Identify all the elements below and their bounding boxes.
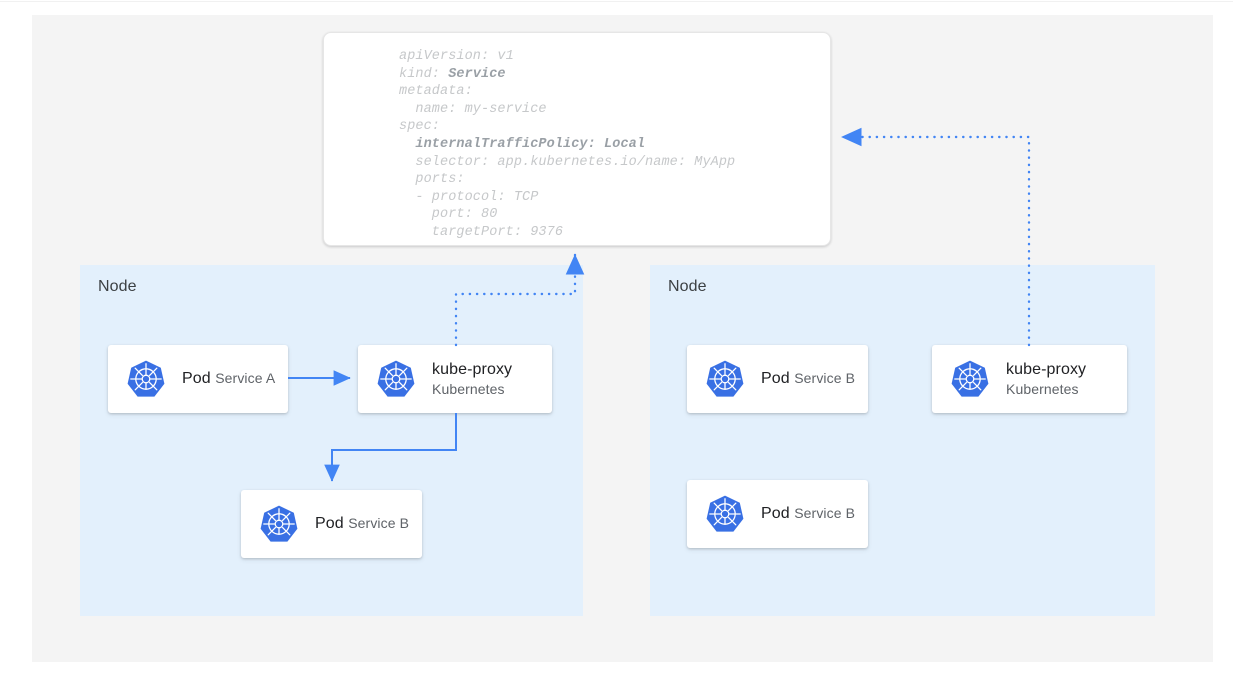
card-subtitle: Kubernetes	[1006, 380, 1079, 397]
card-text: Pod Service B	[761, 369, 855, 389]
card-title: Pod	[761, 505, 790, 522]
manifest-line: targetPort: 9376	[399, 224, 564, 240]
node-panel-right: Node	[650, 265, 1155, 616]
manifest-line: metadata:	[399, 84, 473, 100]
card-title: Pod	[761, 370, 790, 387]
card-text: Pod Service B	[315, 514, 409, 534]
service-manifest-card: apiVersion: v1 kind: Service metadata: nam…	[323, 32, 831, 246]
kubernetes-logo-icon	[705, 359, 745, 399]
card-pod-service-b-right-top[interactable]: Pod Service B	[687, 345, 868, 413]
card-text: kube-proxy Kubernetes	[1006, 360, 1127, 399]
top-divider	[0, 1, 1233, 2]
card-kube-proxy-right[interactable]: kube-proxy Kubernetes	[932, 345, 1127, 413]
card-title: kube-proxy	[1006, 360, 1087, 378]
card-title: Pod	[182, 370, 211, 387]
card-subtitle: Service B	[794, 505, 856, 521]
manifest-line: ports:	[399, 172, 465, 188]
kubernetes-logo-icon	[259, 504, 299, 544]
service-manifest-text: apiVersion: v1 kind: Service metadata: nam…	[399, 48, 735, 242]
card-subtitle: Service B	[794, 370, 856, 386]
card-pod-service-b-left[interactable]: Pod Service B	[241, 490, 422, 558]
card-pod-service-b-right-bottom[interactable]: Pod Service B	[687, 480, 868, 548]
node-label-left: Node	[98, 278, 137, 295]
manifest-line: name: my-service	[399, 101, 547, 117]
card-text: kube-proxy Kubernetes	[432, 360, 552, 399]
node-label-right: Node	[668, 278, 707, 295]
card-title: kube-proxy	[432, 360, 513, 378]
kubernetes-logo-icon	[705, 494, 745, 534]
kubernetes-logo-icon	[126, 359, 166, 399]
card-text: Pod Service B	[761, 504, 855, 524]
card-pod-service-a[interactable]: Pod Service A	[108, 345, 288, 413]
manifest-line: - protocol: TCP	[399, 189, 539, 205]
kubernetes-logo-icon	[376, 359, 416, 399]
node-panel-left: Node	[80, 265, 583, 616]
manifest-line: selector: app.kubernetes.io/name: MyApp	[399, 154, 736, 170]
card-kube-proxy-left[interactable]: kube-proxy Kubernetes	[358, 345, 552, 413]
card-title: Pod	[315, 515, 344, 532]
manifest-line: apiVersion: v1	[399, 49, 514, 64]
manifest-line: port: 80	[399, 207, 498, 223]
card-subtitle: Kubernetes	[432, 380, 505, 397]
manifest-line: spec:	[399, 119, 441, 135]
manifest-line-emphasis: Service	[448, 66, 506, 82]
kubernetes-logo-icon	[950, 359, 990, 399]
card-text: Pod Service A	[182, 369, 275, 389]
manifest-line: internalTrafficPolicy: Local	[399, 136, 735, 154]
manifest-line-emphasis: internalTrafficPolicy: Local	[415, 136, 646, 152]
card-subtitle: Service B	[348, 515, 410, 531]
card-subtitle: Service A	[215, 370, 276, 386]
manifest-line: kind: Service	[399, 66, 506, 82]
